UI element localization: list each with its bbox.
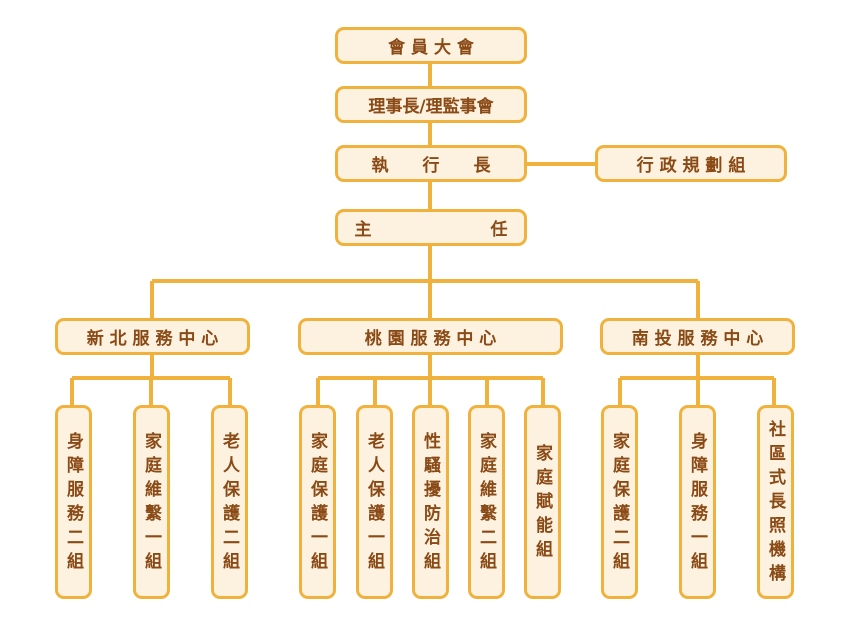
group-label: 老人保護一組 [364,432,384,576]
group-box: 老人保護二組 [211,405,248,599]
center-box: 桃 園 服 務 中 心 [298,318,563,355]
center-box: 新 北 服 務 中 心 [55,318,250,355]
group-box: 身障服務一組 [679,405,716,599]
group-box: 社區式長照機構 [757,405,794,599]
ceo-box: 執 行 長 [335,145,527,182]
director-label: 主 任 [354,220,508,240]
center-box: 南 投 服 務 中 心 [600,318,795,355]
group-label: 家庭維繫一組 [141,432,161,576]
admin-planning-label: 行 政 規 劃 組 [636,156,746,176]
group-box: 性騷擾防治組 [412,405,449,599]
group-box: 家庭維繫一組 [133,405,170,599]
center-label: 桃 園 服 務 中 心 [364,329,497,349]
group-box: 身障服務二組 [55,405,92,599]
group-box: 家庭保護一組 [299,405,336,599]
director-box: 主 任 [335,209,527,246]
group-label: 社區式長照機構 [765,420,785,588]
group-label: 身障服務一組 [687,432,707,576]
group-label: 家庭保護二組 [609,432,629,576]
group-label: 家庭維繫二組 [476,432,496,576]
center-label: 南 投 服 務 中 心 [631,329,764,349]
admin-planning-box: 行 政 規 劃 組 [595,145,787,182]
board-box: 理事長/理監事會 [335,86,527,123]
center-label: 新 北 服 務 中 心 [86,329,219,349]
group-box: 老人保護一組 [356,405,393,599]
group-label: 性騷擾防治組 [420,432,440,576]
group-label: 家庭賦能組 [532,444,552,564]
ceo-label: 執 行 長 [371,156,491,176]
group-label: 身障服務二組 [63,432,83,576]
assembly-label: 會 員 大 會 [388,38,474,58]
group-box: 家庭保護二組 [601,405,638,599]
board-label: 理事長/理監事會 [368,97,494,117]
group-box: 家庭賦能組 [524,405,561,599]
assembly-box: 會 員 大 會 [335,27,527,64]
group-box: 家庭維繫二組 [468,405,505,599]
group-label: 家庭保護一組 [307,432,327,576]
group-label: 老人保護二組 [219,432,239,576]
